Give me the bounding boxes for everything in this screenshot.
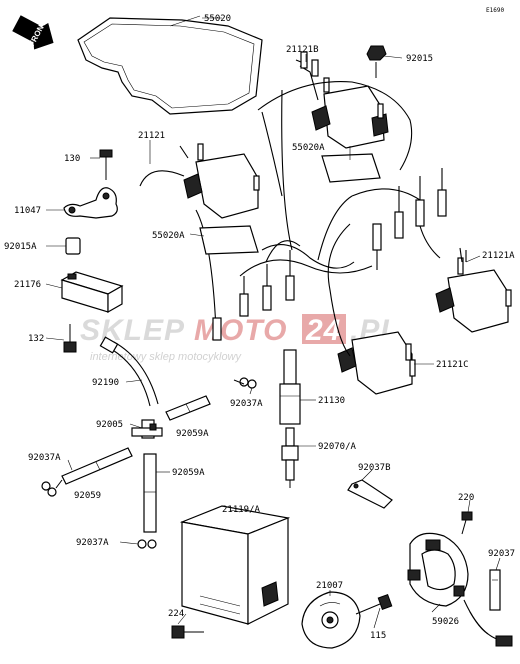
label-21121: 21121 bbox=[138, 131, 165, 141]
label-220: 220 bbox=[458, 493, 474, 503]
label-92037: 92037 bbox=[488, 549, 515, 559]
bolt-132 bbox=[63, 324, 77, 353]
spark-plug-92070a bbox=[281, 427, 299, 488]
label-92005: 92005 bbox=[96, 420, 123, 430]
nut-92015a bbox=[65, 237, 81, 255]
plug-cap-21130 bbox=[279, 349, 301, 425]
label-21007: 21007 bbox=[316, 581, 343, 591]
ignition-coil-21121a bbox=[435, 257, 512, 333]
label-92059: 92059 bbox=[74, 491, 101, 501]
bolt-224 bbox=[171, 625, 204, 639]
label-115: 115 bbox=[370, 631, 386, 641]
bolt-115 bbox=[355, 594, 393, 615]
label-92070a: 92070/A bbox=[318, 442, 357, 452]
strap-92037b bbox=[347, 479, 393, 509]
label-92015: 92015 bbox=[406, 54, 433, 64]
label-55020a-top: 55020A bbox=[292, 143, 325, 153]
watermark-brand-2: MOTO bbox=[194, 314, 287, 347]
clip-92037a-mid bbox=[41, 479, 63, 497]
pad-55020 bbox=[77, 17, 263, 115]
label-132: 132 bbox=[28, 334, 44, 344]
label-92059a-low: 92059A bbox=[172, 468, 205, 478]
label-21121b: 21121B bbox=[286, 45, 319, 55]
ignition-coil-21121 bbox=[183, 143, 260, 219]
label-21121c: 21121C bbox=[436, 360, 469, 370]
label-59026: 59026 bbox=[432, 617, 459, 627]
hose-92059a-low bbox=[143, 453, 157, 533]
label-92037a-mid: 92037A bbox=[28, 453, 61, 463]
ignition-coil-21121c bbox=[337, 331, 416, 395]
ignition-coil-21121b bbox=[311, 77, 389, 149]
label-55020: 55020 bbox=[204, 14, 231, 24]
label-21119a: 21119/A bbox=[222, 505, 261, 515]
fitting-92005 bbox=[131, 419, 163, 439]
watermark-brand-3: 24 bbox=[305, 314, 341, 347]
label-55020a-mid: 55020A bbox=[152, 231, 185, 241]
cdi-unit-21119a bbox=[179, 505, 291, 625]
watermark-brand-1: SKLEP bbox=[80, 314, 185, 347]
label-11047: 11047 bbox=[14, 206, 41, 216]
igniter-box-21176 bbox=[60, 271, 124, 314]
label-224: 224 bbox=[168, 609, 184, 619]
label-92059a-top: 92059A bbox=[176, 429, 209, 439]
bolt-130 bbox=[99, 149, 113, 180]
plug-caps-right bbox=[372, 168, 447, 270]
leader-lines bbox=[45, 17, 501, 629]
pad-55020a-top bbox=[321, 153, 381, 183]
clip-92037a-top bbox=[233, 377, 257, 389]
watermark-tagline: internetowy sklep motocyklowy bbox=[90, 351, 243, 363]
pad-55020a-mid bbox=[199, 225, 259, 255]
label-92037a-top: 92037A bbox=[230, 399, 263, 409]
rotor-21007 bbox=[301, 591, 361, 649]
bolt-220 bbox=[461, 511, 473, 535]
label-92037a-low: 92037A bbox=[76, 538, 109, 548]
label-92037b: 92037B bbox=[358, 463, 391, 473]
label-130: 130 bbox=[64, 154, 80, 164]
label-21121a: 21121A bbox=[482, 251, 515, 261]
connector-icon bbox=[495, 635, 513, 647]
label-92190: 92190 bbox=[92, 378, 119, 388]
strap-92037 bbox=[489, 569, 501, 611]
label-21130: 21130 bbox=[318, 396, 345, 406]
plug-caps-center bbox=[212, 250, 295, 341]
pickup-coil-59026 bbox=[407, 532, 469, 607]
front-arrow-icon: FRONT bbox=[12, 15, 54, 50]
part-labels: 55020 21121B 92015 21121 55020A 130 1104… bbox=[4, 14, 515, 641]
diagram-code: E1690 bbox=[486, 7, 504, 14]
bolt-92015 bbox=[366, 45, 387, 78]
label-21176: 21176 bbox=[14, 280, 41, 290]
clip-92037a-low bbox=[137, 539, 157, 549]
label-92015a: 92015A bbox=[4, 242, 37, 252]
hose-92059 bbox=[61, 447, 133, 485]
